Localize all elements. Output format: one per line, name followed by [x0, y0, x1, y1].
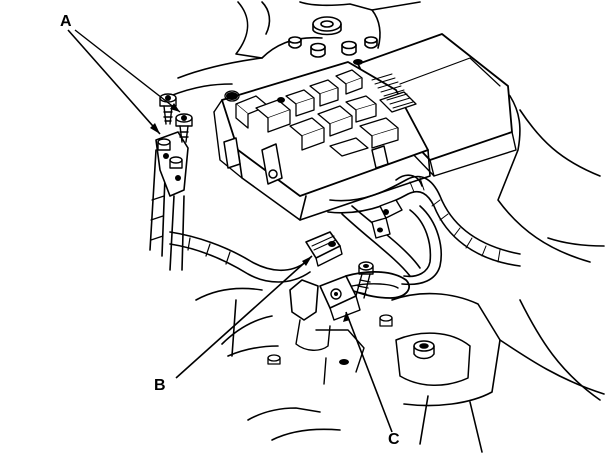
- leader-arrow-a2: [170, 103, 180, 112]
- leader-arrow-c: [343, 312, 350, 322]
- leader-line-c: [345, 311, 393, 433]
- background-body-panels: [169, 1, 605, 453]
- connector-b: [305, 199, 403, 267]
- strut-nuts: [288, 16, 378, 58]
- callout-label-c: C: [388, 431, 400, 448]
- leader-arrow-b: [302, 256, 312, 266]
- fuse-relay-box: [213, 33, 517, 221]
- leader-arrow-a: [150, 123, 160, 134]
- ground-terminal-c: [267, 261, 471, 386]
- left-bracket-bolts: [149, 93, 193, 271]
- leader-line-a2: [74, 29, 181, 113]
- leader-line-b: [175, 255, 313, 379]
- callout-label-b: B: [154, 377, 166, 394]
- callout-label-a: A: [60, 13, 72, 30]
- wire-harness: [169, 174, 521, 299]
- callout-leaders: [67, 29, 393, 433]
- leader-line-a: [67, 29, 161, 135]
